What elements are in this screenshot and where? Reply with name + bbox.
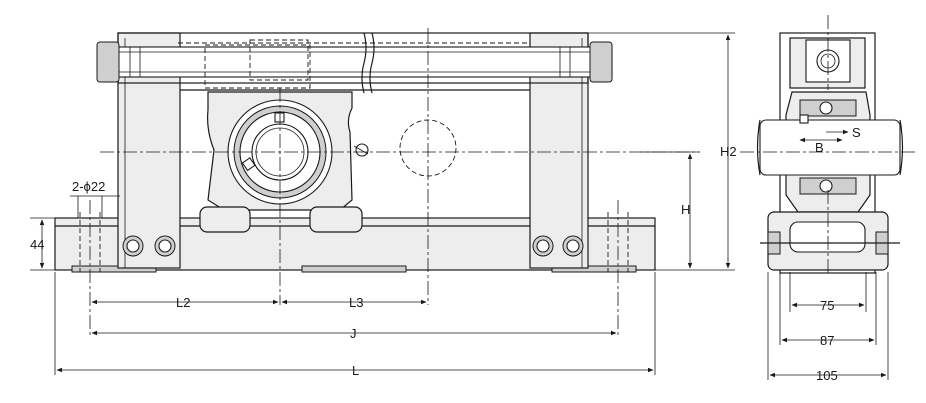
- adjusting-screw: [99, 46, 613, 78]
- dim-B-label: B: [815, 140, 824, 155]
- side-dimensions: B S 75 87 105: [767, 125, 889, 383]
- dim-L-label: L: [352, 363, 359, 378]
- side-view: [740, 15, 915, 275]
- screw-nut-right: [589, 41, 613, 83]
- dim-105-label: 105: [816, 368, 838, 383]
- front-dimensions: L2 L3 J L 44 2-ϕ22 H H2: [30, 32, 737, 378]
- dim-hole-spec-label: 2-ϕ22: [72, 179, 105, 194]
- dim-J-label: J: [350, 326, 357, 341]
- base-bolts: [122, 235, 584, 257]
- screw-nut-left: [96, 41, 120, 83]
- dim-S-label: S: [852, 125, 861, 140]
- dim-H2-label: H2: [720, 144, 737, 159]
- dim-L3-label: L3: [349, 295, 363, 310]
- dim-87-label: 87: [820, 333, 834, 348]
- dim-H-label: H: [681, 202, 690, 217]
- front-view: [54, 28, 700, 335]
- housing-foot-right: [309, 206, 363, 233]
- dim-75-label: 75: [820, 298, 834, 313]
- foot-pad-left: [71, 265, 157, 273]
- side-shaft: [759, 119, 901, 176]
- set-screw: [274, 112, 285, 123]
- foot-pad-center: [301, 265, 407, 273]
- housing-foot-left: [199, 206, 251, 233]
- dim-L2-label: L2: [176, 295, 190, 310]
- dim-base-height-label: 44: [30, 237, 44, 252]
- grease-nipple-icon: [355, 143, 369, 157]
- foot-pad-right: [551, 265, 637, 273]
